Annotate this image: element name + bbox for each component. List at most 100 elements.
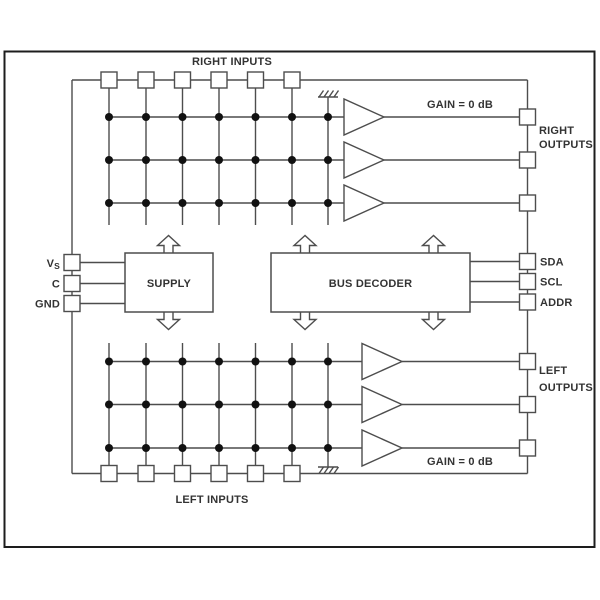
crosspoint-dot — [288, 357, 296, 366]
crosspoint-dot — [178, 444, 187, 452]
left-input-pin — [137, 464, 155, 483]
scl-pin — [518, 272, 537, 291]
right-input-pin — [283, 71, 301, 89]
ground-hatch — [323, 90, 330, 98]
crosspoint-dot — [215, 199, 223, 207]
gain-label-top: GAIN = 0 dB — [427, 99, 493, 111]
bus-decoder-box — [270, 252, 471, 313]
crosspoint-dot — [324, 199, 332, 207]
sda-pin — [518, 252, 537, 271]
crosspoint-dot — [288, 400, 296, 409]
down-arrow — [292, 309, 318, 331]
up-arrow — [155, 234, 182, 256]
left-inputs-title: LEFT INPUTS — [175, 494, 248, 506]
left-input-pin — [283, 464, 301, 483]
left-output-pin — [518, 352, 537, 371]
crosspoint-dot — [288, 444, 296, 452]
generated-graphics — [63, 71, 537, 483]
crosspoint-dot — [178, 400, 187, 409]
ground-hatch — [333, 466, 340, 474]
down-arrow — [155, 309, 182, 331]
ground-hatch — [318, 466, 325, 474]
amplifier-triangle — [361, 385, 404, 424]
supply-block: SUPPLY — [124, 252, 214, 313]
gain-label-bottom: GAIN = 0 dB — [427, 456, 493, 468]
left-input-pin — [173, 464, 192, 483]
ground-hatch — [328, 90, 335, 98]
ground-hatch — [323, 466, 330, 474]
amplifier-triangle — [343, 97, 386, 137]
crosspoint-dot — [178, 113, 187, 121]
crosspoint-dot — [105, 357, 113, 366]
crosspoint-dot — [142, 156, 150, 164]
left-input-pin — [100, 464, 118, 483]
ground-hatch — [318, 90, 325, 98]
right-input-pin — [173, 71, 192, 89]
crosspoint-dot — [251, 444, 260, 452]
up-arrow — [292, 234, 318, 256]
bus-decoder-label: BUS DECODER — [329, 278, 413, 290]
crosspoint-dot — [288, 156, 296, 164]
crosspoint-dot — [324, 400, 332, 409]
crosspoint-dot — [251, 400, 260, 409]
crosspoint-dot — [105, 400, 113, 409]
right-input-pin — [210, 71, 228, 89]
up-arrow — [420, 234, 447, 256]
diagram-border — [3, 50, 596, 548]
crosspoint-dot — [142, 199, 150, 207]
pin-label-gnd: GND — [35, 299, 60, 311]
down-arrow — [420, 309, 447, 331]
crosspoint-dot — [215, 156, 223, 164]
crosspoint-dot — [251, 113, 260, 121]
crosspoint-dot — [251, 156, 260, 164]
crosspoint-dot — [251, 357, 260, 366]
crosspoint-dot — [215, 444, 223, 452]
crosspoint-dot — [215, 357, 223, 366]
amplifier-triangle — [343, 183, 386, 223]
crosspoint-dot — [288, 113, 296, 121]
crosspoint-dot — [142, 113, 150, 121]
crosspoint-dot — [178, 199, 187, 207]
crosspoint-dot — [324, 113, 332, 121]
right-input-pin — [100, 71, 118, 89]
bus-decoder-block: BUS DECODER — [270, 252, 471, 313]
crosspoint-dot — [178, 156, 187, 164]
amplifier-triangle — [343, 140, 386, 180]
left-output-pin — [518, 439, 537, 457]
crosspoint-dot — [324, 357, 332, 366]
right-input-pin — [137, 71, 155, 89]
crosspoint-dot — [215, 400, 223, 409]
right-output-pin — [518, 194, 537, 212]
amplifier-triangle — [361, 428, 404, 468]
ground-hatch — [333, 90, 340, 98]
c-pin — [63, 274, 81, 293]
right-output-pin — [518, 108, 537, 126]
right-outputs-title-line2: OUTPUTS — [539, 139, 593, 151]
right-output-pin — [518, 151, 537, 169]
left-outputs-title-line1: LEFT — [539, 365, 567, 377]
crosspoint-dot — [142, 400, 150, 409]
pin-label-scl: SCL — [540, 277, 563, 289]
left-input-pin — [210, 464, 228, 483]
pin-label-c: C — [52, 279, 60, 291]
right-input-pin — [246, 71, 265, 89]
pin-label-sda: SDA — [540, 257, 564, 269]
supply-box — [124, 252, 214, 313]
left-outputs-title-line2: OUTPUTS — [539, 382, 593, 394]
left-input-pin — [246, 464, 265, 483]
crosspoint-dot — [178, 357, 187, 366]
gnd-pin — [63, 294, 81, 313]
left-output-pin — [518, 395, 537, 414]
vs-pin — [63, 253, 81, 272]
supply-label: SUPPLY — [147, 278, 192, 290]
pin-label-addr: ADDR — [540, 297, 573, 309]
crosspoint-dot — [105, 444, 113, 452]
crosspoint-dot — [105, 156, 113, 164]
crosspoint-dot — [324, 156, 332, 164]
addr-pin — [518, 293, 537, 311]
right-inputs-title: RIGHT INPUTS — [192, 56, 272, 68]
crosspoint-dot — [105, 199, 113, 207]
crosspoint-dot — [142, 357, 150, 366]
